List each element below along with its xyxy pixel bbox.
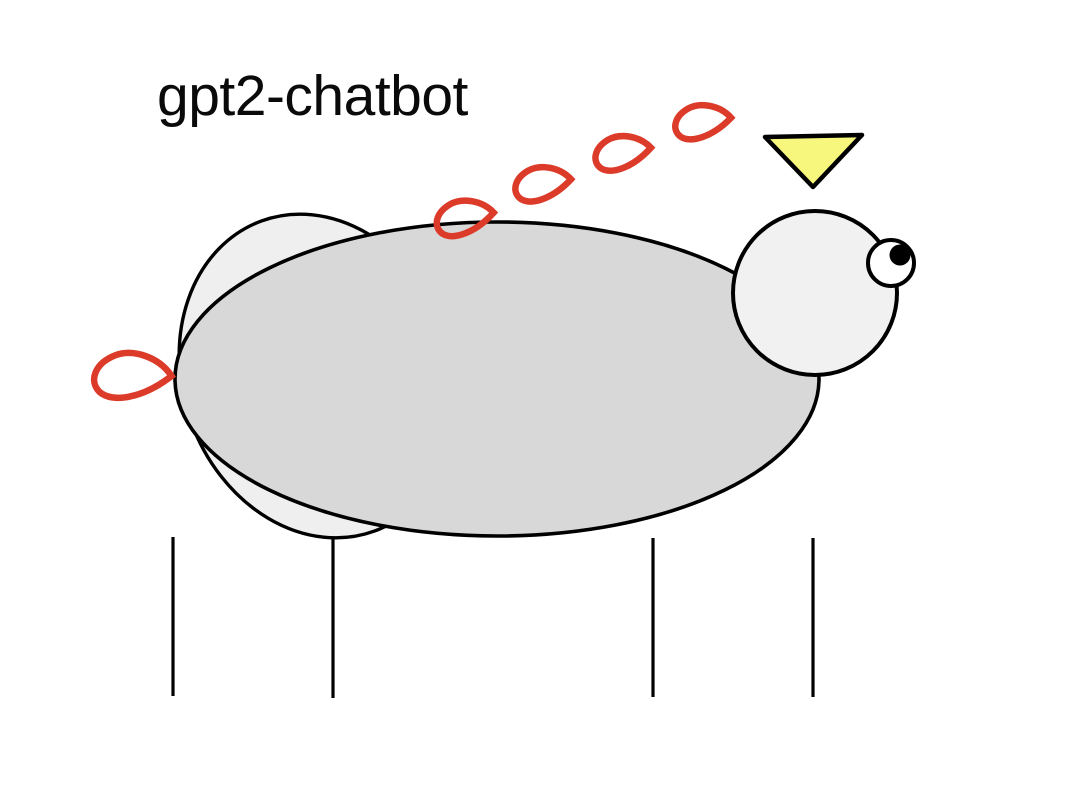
- red-loop-1: [434, 196, 497, 239]
- red-loop-4: [673, 101, 734, 141]
- red-loop-2: [512, 163, 573, 204]
- red-loops: [94, 101, 733, 398]
- red-loop-3: [592, 131, 653, 173]
- eye: [866, 238, 916, 288]
- pupil: [889, 244, 911, 266]
- page-title: gpt2-chatbot: [157, 64, 468, 128]
- tail-loop: [94, 353, 171, 398]
- legs: [171, 537, 815, 698]
- beak-triangle: [762, 132, 865, 190]
- creature-body: [173, 220, 821, 538]
- creature-head: [731, 209, 899, 377]
